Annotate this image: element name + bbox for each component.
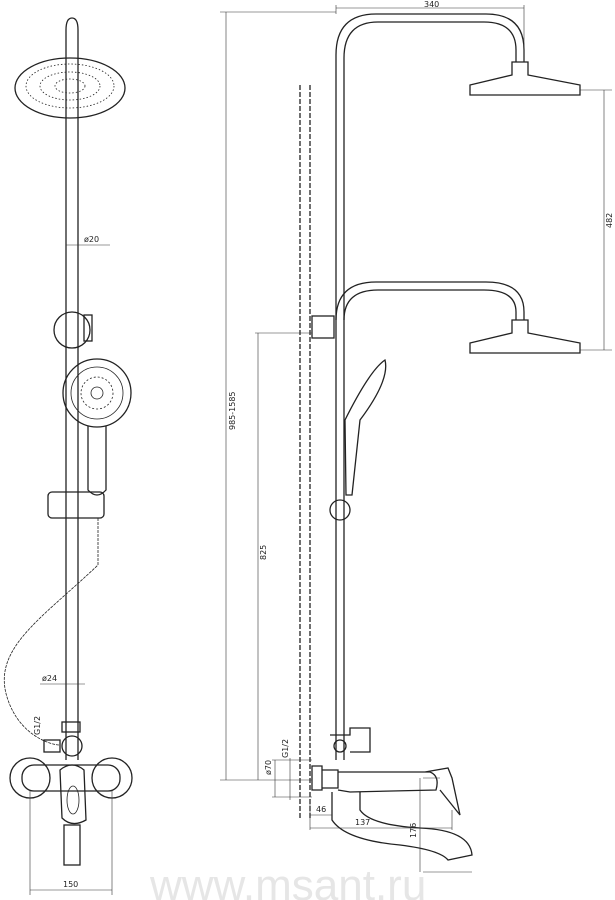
dim-g12-side: G1/2 [281, 739, 290, 758]
dim-46: 46 [316, 805, 326, 814]
dim-g12-front: G1/2 [33, 716, 42, 735]
dim-482: 482 [605, 213, 614, 228]
dim-137: 137 [355, 818, 370, 827]
slide-holder [53, 311, 93, 349]
side-view: 340 482 985-1585 825 G1/2 ø70 46 137 176 [220, 0, 614, 873]
dim-340: 340 [424, 0, 439, 9]
spout [331, 792, 473, 861]
watermark: www.msant.ru [149, 861, 426, 900]
dim-pipe-20: ø20 [84, 235, 99, 244]
slider-side [329, 499, 351, 521]
hose [3, 518, 99, 746]
mixer-lever [59, 764, 87, 825]
hand-shower-side [344, 358, 387, 496]
upper-arm [335, 13, 525, 760]
mixer-body [9, 757, 133, 866]
diverter-side [330, 727, 371, 753]
riser-pipe [65, 17, 79, 760]
dim-176: 176 [409, 823, 418, 838]
top-shower-head [469, 61, 581, 96]
dim-825: 825 [259, 545, 268, 560]
dim-150: 150 [63, 880, 78, 889]
lower-shower-head [469, 319, 581, 354]
mixer-side [311, 765, 461, 816]
dim-985-1585: 985-1585 [228, 391, 237, 430]
hand-shower [62, 358, 132, 496]
diverter-valve [43, 721, 83, 757]
wall-bracket [311, 315, 335, 339]
lower-arm [335, 281, 525, 321]
dim-pipe-24: ø24 [42, 674, 57, 683]
slider-bracket [47, 491, 105, 519]
front-view: ø20 ø24 G1/2 [3, 17, 133, 895]
rain-shower-head [14, 57, 126, 119]
dim-70: ø70 [264, 760, 273, 775]
